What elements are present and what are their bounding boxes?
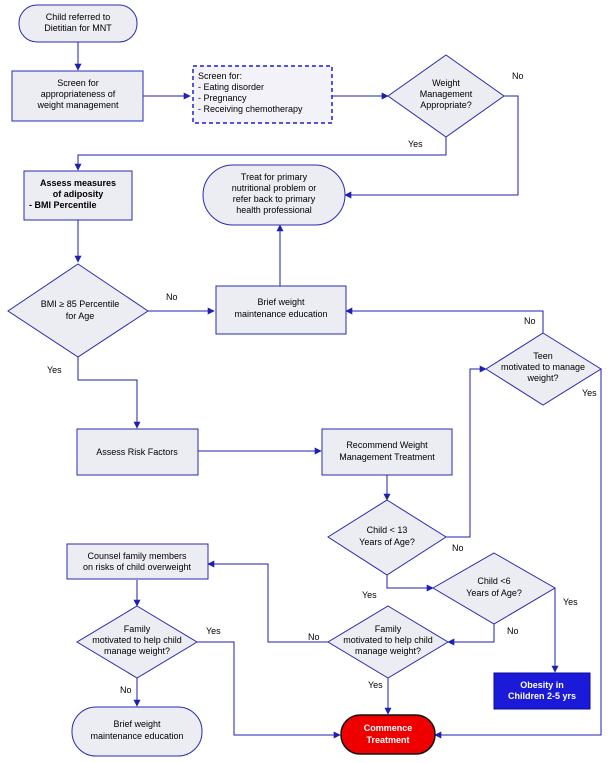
edge-child13-no-to-teen	[446, 365, 487, 538]
edge-teen-yes-to-commence	[434, 369, 602, 739]
label-bmi-no: No	[166, 292, 178, 302]
label-family2-no: No	[308, 632, 320, 642]
edge-teen-no-to-brief1	[345, 307, 544, 333]
node-assess-risk: Assess Risk Factors	[76, 428, 199, 476]
label-child13-no: No	[452, 543, 464, 553]
label-family1-yes: Yes	[206, 626, 221, 636]
edge-weightmgmt-yes-to-assess	[74, 137, 447, 171]
label-bmi-yes: Yes	[47, 365, 62, 375]
edge-child6-no-to-family2	[447, 624, 495, 646]
edge-family1-yes-to-commence	[197, 641, 341, 739]
edge-bmi-yes-to-risk	[77, 357, 141, 429]
label-child13-yes: Yes	[362, 590, 377, 600]
label-weightmgmt-no: No	[512, 71, 524, 81]
edge-family2-no-to-counsel	[207, 560, 328, 643]
label-child6-yes: Yes	[563, 597, 578, 607]
svg-text:Assess Risk Factors: Assess Risk Factors	[96, 447, 178, 457]
node-screen-for: Screen for:- Eating disorder- Pregnancy-…	[192, 65, 333, 124]
label-family1-no: No	[120, 685, 132, 695]
label-teen-yes: Yes	[582, 388, 597, 398]
label-teen-no: No	[524, 316, 536, 326]
edge-weightmgmt-no-to-treat	[344, 95, 519, 199]
label-weightmgmt-yes: Yes	[408, 139, 423, 149]
connectors	[74, 42, 602, 739]
svg-text:- BMI Percentile: - BMI Percentile	[29, 200, 97, 210]
label-family2-yes: Yes	[368, 680, 383, 690]
edge-child13-yes-to-child6	[386, 575, 434, 592]
edge-labels: No Yes No Yes No Yes No Yes Yes No No Ye…	[47, 71, 597, 695]
svg-text:Screen for:- Eating disorder-: Screen for:- Eating disorder- Pregnancy-…	[198, 71, 303, 114]
label-child6-no: No	[507, 626, 519, 636]
